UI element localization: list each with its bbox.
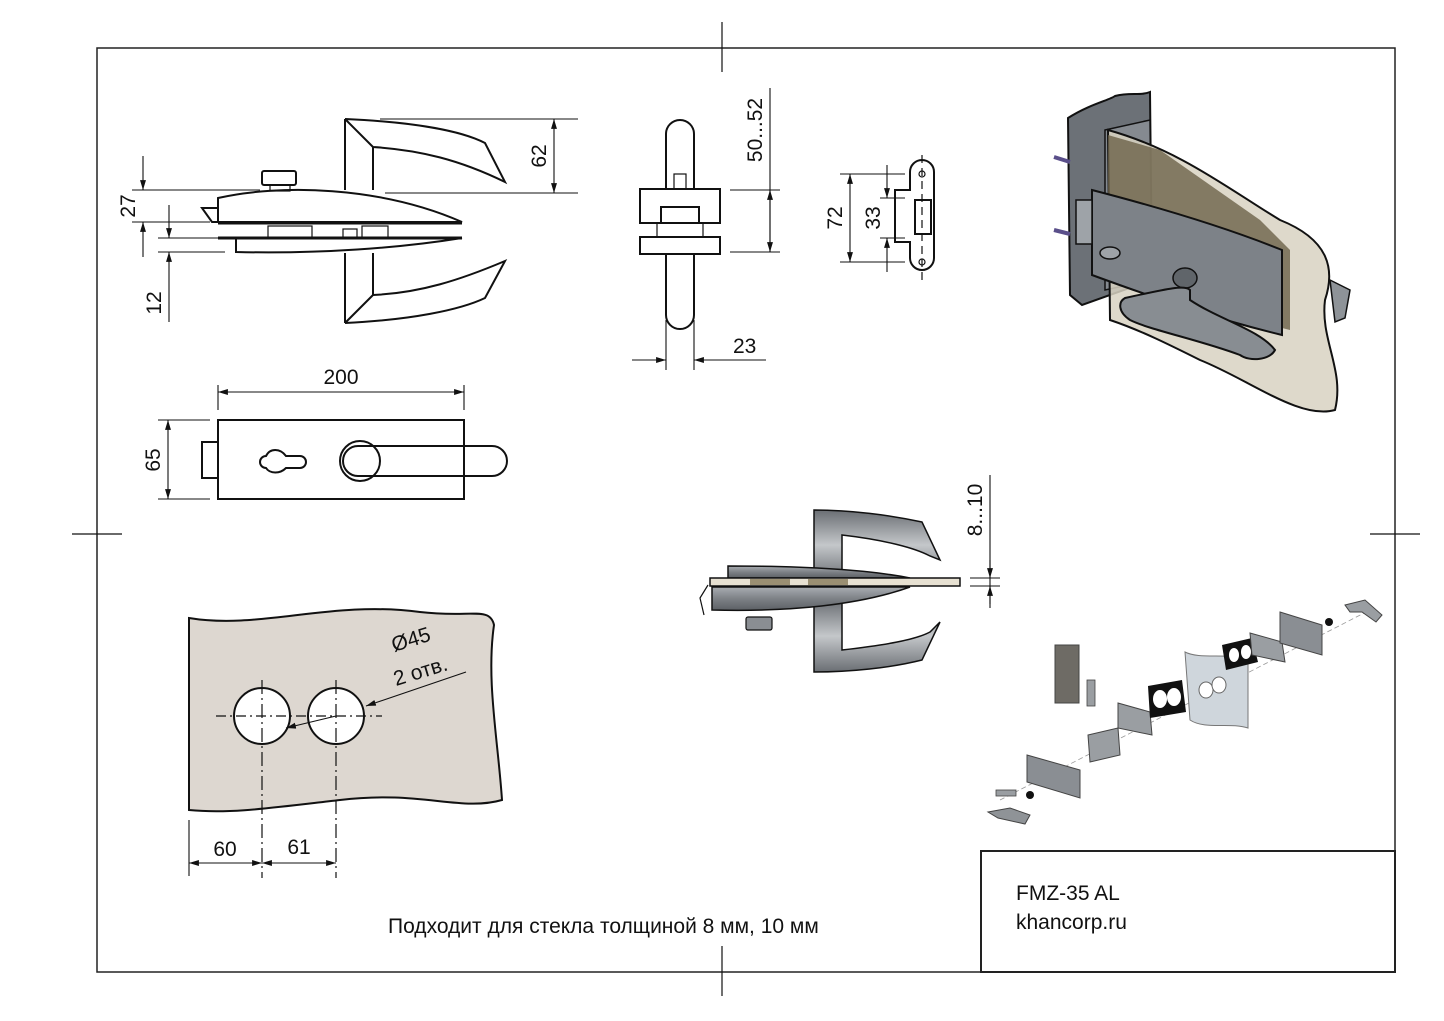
dim-60: 60 — [213, 838, 236, 861]
exploded-view — [986, 599, 1383, 825]
product-code: FMZ-35 AL — [1016, 882, 1120, 905]
dim-72: 72 — [824, 206, 847, 229]
drilling-pattern: Ø45 2 отв. 60 61 — [188, 608, 504, 878]
dim-33: 33 — [862, 206, 885, 229]
title-block: FMZ-35 AL khancorp.ru — [980, 850, 1396, 973]
dim-23: 23 — [733, 335, 756, 358]
dim-61: 61 — [287, 836, 310, 859]
dim-62: 62 — [528, 144, 551, 167]
strike-plate-view: 72 33 — [824, 155, 935, 282]
end-view: 50...52 23 — [632, 88, 780, 370]
front-view: 200 65 — [142, 366, 508, 500]
dim-50-52: 50...52 — [744, 98, 767, 162]
glass-side-view: 8...10 — [699, 475, 1000, 673]
dim-200: 200 — [323, 366, 358, 389]
top-view: 62 27 12 — [117, 118, 578, 324]
dim-27: 27 — [117, 194, 140, 217]
dim-8-10: 8...10 — [964, 484, 987, 537]
dim-65: 65 — [142, 448, 165, 471]
website: khancorp.ru — [1016, 911, 1127, 934]
sheet-frame — [72, 22, 1420, 996]
dim-12: 12 — [143, 291, 166, 314]
isometric-render — [1053, 90, 1351, 413]
glass-thickness-note: Подходит для стекла толщиной 8 мм, 10 мм — [388, 915, 819, 938]
